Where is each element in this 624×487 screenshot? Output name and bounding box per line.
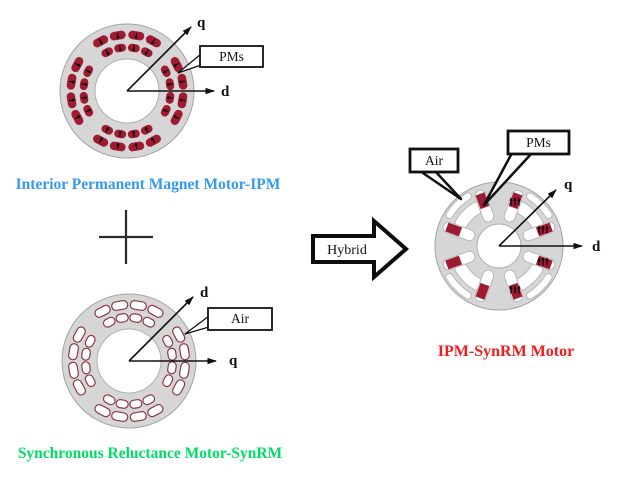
hybrid-d-axis-label: d	[592, 239, 601, 255]
hybrid-pms-callout-box	[506, 129, 571, 156]
hybrid-air-callout-box	[408, 147, 460, 174]
ipm-d-axis-label: d	[221, 84, 230, 100]
hybrid-q-axis-label: q	[564, 177, 573, 193]
hybrid-motor-title: IPM-SynRM Motor	[437, 343, 575, 360]
hybrid-arrow-shape	[311, 216, 410, 282]
synrm-air-callout-box	[207, 307, 273, 331]
magnetization-arrows	[536, 256, 550, 267]
ipm-title: Interior Permanent Magnet Motor-IPM	[15, 176, 281, 193]
plus-sign	[99, 210, 153, 264]
synrm-motor-diagram: d q Air	[61, 285, 273, 429]
hybrid-pms-callout-label: PMs	[526, 135, 551, 150]
magnetization-arrows	[536, 224, 550, 235]
ipm-motor-diagram: q d PMs	[59, 15, 264, 159]
synrm-d-axis-arrow	[128, 296, 194, 362]
synrm-d-axis-label: d	[200, 285, 209, 301]
ipm-pms-callout-label: PMs	[219, 49, 244, 64]
hybrid-air-callout-pointer	[418, 169, 463, 201]
magnetization-arrows	[508, 196, 522, 207]
ipm-q-axis-label: q	[197, 15, 206, 31]
ipm-synrm-motor-diagram: q d Air PMs	[408, 129, 601, 311]
hybrid-arrow: Hybrid	[311, 216, 410, 282]
ipm-q-axis-arrow	[126, 26, 192, 92]
hybrid-air-callout-label: Air	[425, 153, 444, 168]
hybrid-arrow-label: Hybrid	[327, 243, 367, 258]
ipm-pms-callout-box	[199, 45, 264, 68]
magnetization-arrows	[508, 284, 522, 295]
synrm-air-callout-label: Air	[231, 311, 250, 326]
synrm-air-callout-pointer	[184, 315, 210, 335]
synrm-title: Synchronous Reluctance Motor-SynRM	[17, 445, 283, 462]
hybrid-q-axis-arrow	[498, 189, 557, 247]
synrm-q-axis-label: q	[229, 353, 238, 369]
